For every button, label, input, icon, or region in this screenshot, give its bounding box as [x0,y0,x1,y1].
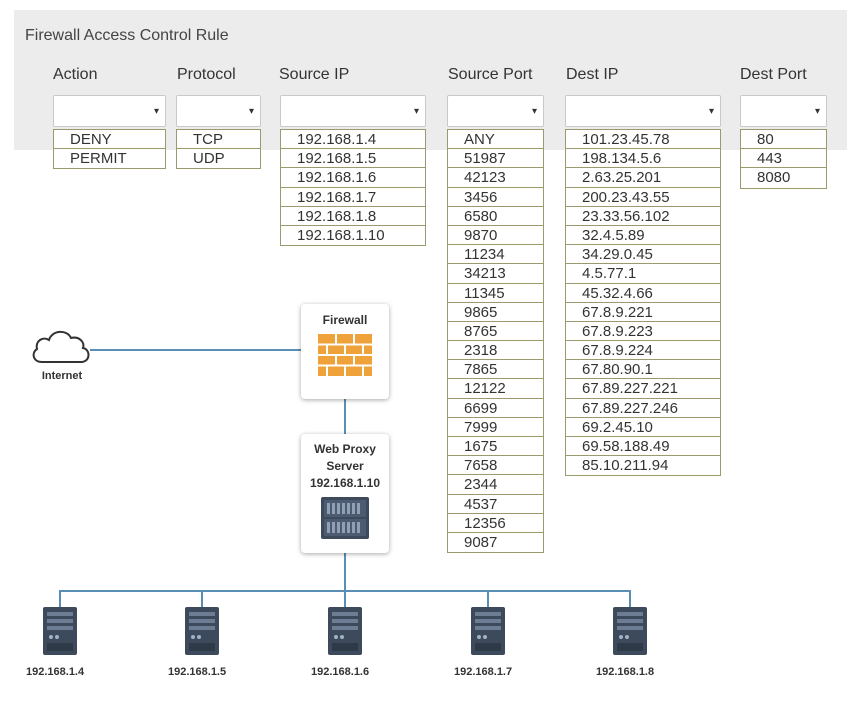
tower-server-icon [185,607,219,655]
option-item[interactable]: UDP [193,150,225,168]
option-item[interactable]: 67.8.9.221 [566,303,720,322]
internet-label: Internet [41,370,83,382]
panel-title: Firewall Access Control Rule [25,27,229,44]
option-item[interactable]: TCP [177,130,260,150]
option-item[interactable]: 7658 [448,456,543,476]
protocol-label: Protocol [177,66,236,83]
option-item[interactable]: 67.80.90.1 [566,360,720,380]
cloud-icon [32,330,90,363]
option-item[interactable]: 192.168.1.10 [297,226,385,244]
option-item[interactable]: 9087 [464,533,498,551]
tower-server-icon [43,607,77,655]
rack-server-icon [321,497,369,539]
dest-port-dropdown[interactable]: ▾ [740,95,827,127]
option-item[interactable]: 9865 [448,303,543,322]
option-item[interactable]: 32.4.5.89 [566,226,720,246]
option-item[interactable]: 443 [741,149,826,169]
proxy-label-line2: Server [326,459,364,473]
option-item[interactable]: 7865 [448,360,543,380]
option-item[interactable]: 8080 [757,169,791,187]
firewall-label: Firewall [322,313,368,327]
option-item[interactable]: 4.5.77.1 [566,264,720,284]
option-item[interactable]: 34213 [448,264,543,284]
option-item[interactable]: 67.89.227.246 [566,399,720,418]
option-item[interactable]: 198.134.5.6 [566,149,720,169]
caret-down-icon: ▾ [248,106,254,117]
option-item[interactable]: 45.32.4.66 [566,284,720,303]
option-item[interactable]: 8765 [448,322,543,342]
caret-down-icon: ▾ [708,106,714,117]
tower-server-icon [613,607,647,655]
option-item[interactable]: 7999 [448,418,543,437]
option-item[interactable]: 11345 [448,284,543,303]
host-ip-label: 192.168.1.6 [311,666,370,678]
option-item[interactable]: 51987 [448,149,543,169]
option-item[interactable]: 34.29.0.45 [566,245,720,265]
source-port-label: Source Port [448,66,533,83]
option-item[interactable]: 4537 [448,495,543,514]
option-item[interactable]: 2.63.25.201 [566,168,720,188]
option-item[interactable]: 23.33.56.102 [566,207,720,226]
option-item[interactable]: 67.89.227.221 [566,379,720,399]
option-item[interactable]: 192.168.1.6 [281,168,425,188]
source-ip-dropdown[interactable]: ▾ [280,95,426,127]
option-item[interactable]: 2344 [448,475,543,495]
brick-wall-icon [318,334,372,376]
option-item[interactable]: 11234 [448,245,543,265]
option-item[interactable]: 1675 [448,437,543,457]
option-item[interactable]: 200.23.43.55 [566,188,720,207]
option-item[interactable]: 9870 [448,226,543,246]
source-port-dropdown[interactable]: ▾ [447,95,544,127]
caret-down-icon: ▾ [413,106,419,117]
action-dropdown[interactable]: ▾ [53,95,166,127]
option-item[interactable]: 3456 [448,188,543,207]
option-item[interactable]: 192.168.1.5 [281,149,425,169]
host-ip-label: 192.168.1.4 [26,666,85,678]
option-item[interactable]: 2318 [448,341,543,361]
dest-ip-label: Dest IP [566,66,619,83]
host-ip-label: 192.168.1.5 [168,666,227,678]
tower-server-icon [328,607,362,655]
option-item[interactable]: DENY [54,130,165,150]
host-ip-label: 192.168.1.8 [596,666,655,678]
option-item[interactable]: 80 [741,130,826,150]
dest-ip-dropdown[interactable]: ▾ [565,95,721,127]
option-item[interactable]: 69.58.188.49 [566,437,720,457]
proxy-label-line1: Web Proxy [314,442,376,456]
option-item[interactable]: 12356 [448,514,543,533]
option-item[interactable]: 67.8.9.224 [566,341,720,361]
proxy-ip: 192.168.1.10 [309,476,381,490]
option-item[interactable]: 192.168.1.8 [281,207,425,226]
caret-down-icon: ▾ [531,106,537,117]
option-item[interactable]: 85.10.211.94 [582,457,669,475]
web-proxy-node: Web Proxy Server 192.168.1.10 [301,434,389,553]
option-item[interactable]: ANY [448,130,543,150]
option-item[interactable]: PERMIT [70,150,127,168]
caret-down-icon: ▾ [814,106,820,117]
option-item[interactable]: 69.2.45.10 [566,418,720,437]
option-item[interactable]: 192.168.1.7 [281,188,425,207]
option-item[interactable]: 42123 [448,168,543,188]
protocol-dropdown[interactable]: ▾ [176,95,261,127]
action-label: Action [53,66,98,83]
option-item[interactable]: 101.23.45.78 [566,130,720,150]
option-item[interactable]: 67.8.9.223 [566,322,720,342]
dest-port-label: Dest Port [740,66,807,83]
option-item[interactable]: 6699 [448,399,543,418]
option-item[interactable]: 6580 [448,207,543,226]
caret-down-icon: ▾ [153,106,159,117]
option-item[interactable]: 12122 [448,379,543,399]
source-ip-label: Source IP [279,66,350,83]
tower-server-icon [471,607,505,655]
firewall-node: Firewall [301,304,389,399]
option-item[interactable]: 192.168.1.4 [281,130,425,150]
host-ip-label: 192.168.1.7 [454,666,513,678]
